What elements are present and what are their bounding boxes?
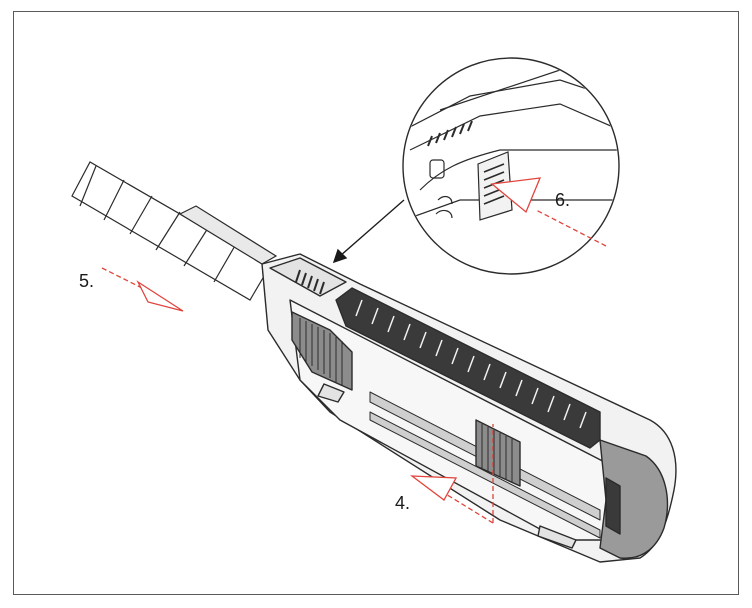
blade	[71, 161, 278, 301]
detail-magnifier	[402, 57, 620, 275]
knife-body	[261, 253, 677, 563]
step-label-6: 6.	[555, 190, 571, 210]
arrow-step-5	[101, 267, 184, 312]
arrow-step-4	[409, 424, 494, 524]
step-label-4: 4.	[395, 493, 411, 513]
step-label-5: 5.	[79, 271, 95, 291]
arrow-step-6	[490, 177, 607, 247]
pointer-arrow	[332, 199, 405, 264]
